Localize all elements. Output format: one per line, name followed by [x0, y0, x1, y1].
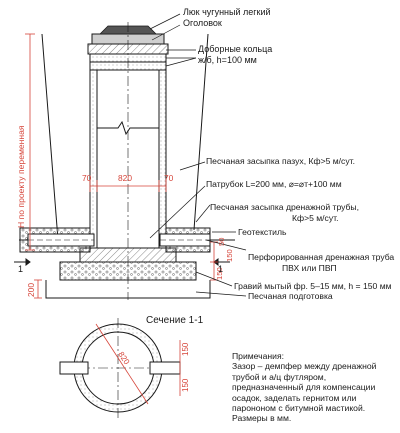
label-gravel: Гравий мытый фр. 5–15 мм, h = 150 мм: [234, 281, 392, 291]
drain-pipe-right: [159, 227, 211, 253]
level-right: 1: [218, 264, 223, 274]
label-head: Оголовок: [183, 18, 222, 28]
label-drain-fill-1: Песчаная засыпка дренажной трубы,: [210, 202, 359, 212]
dim-gap-b: 150: [225, 249, 234, 262]
label-rings-2: ж/б, h=100 мм: [198, 55, 257, 65]
drain-pipe-left: [19, 227, 95, 253]
dim-height: Н по проекту переменная: [16, 125, 26, 228]
dim-gap-a: 50: [217, 238, 226, 246]
dim-inner: 820: [118, 173, 132, 183]
leader-lines: [149, 13, 247, 297]
base-slab: [45, 247, 211, 299]
section-dim-w2: 150: [181, 342, 190, 356]
notes-title: Примечания:: [232, 351, 285, 361]
level-left: 1: [18, 264, 23, 274]
label-sand-fill: Песчаная засыпка пазух, Кф>5 м/сут.: [206, 156, 355, 166]
label-pipe-2: ПВХ или ПВП: [282, 263, 337, 273]
section-dim-w1: 150: [181, 378, 190, 392]
dim-wall-left: 70: [82, 173, 92, 183]
label-drain-fill-2: Кф>5 м/сут.: [292, 213, 339, 223]
dim-base: 200: [26, 283, 36, 297]
section-title: Сечение 1-1: [146, 315, 204, 326]
section-marker-left: [14, 258, 31, 266]
notes-text: Зазор – демпфер между дренажной трубой и…: [232, 361, 377, 424]
label-rings-1: Доборные кольца: [198, 44, 272, 54]
section-1-1: [59, 318, 181, 418]
break-symbol: [97, 120, 159, 136]
label-hatch: Люк чугунный легкий: [183, 7, 271, 17]
label-nipple: Патрубок L=200 мм, ⌀=⌀т+100 мм: [206, 179, 342, 189]
label-pipe-1: Перфорированная дренажная труба: [248, 252, 394, 262]
notes-block: Примечания: Зазор – демпфер между дренаж…: [232, 351, 398, 424]
label-geotextile: Геотекстиль: [238, 227, 287, 237]
dim-150: 150: [215, 267, 224, 280]
dimension-lines: [25, 33, 218, 299]
label-sand-base: Песчаная подготовка: [248, 291, 333, 301]
dim-wall-right: 70: [164, 173, 174, 183]
